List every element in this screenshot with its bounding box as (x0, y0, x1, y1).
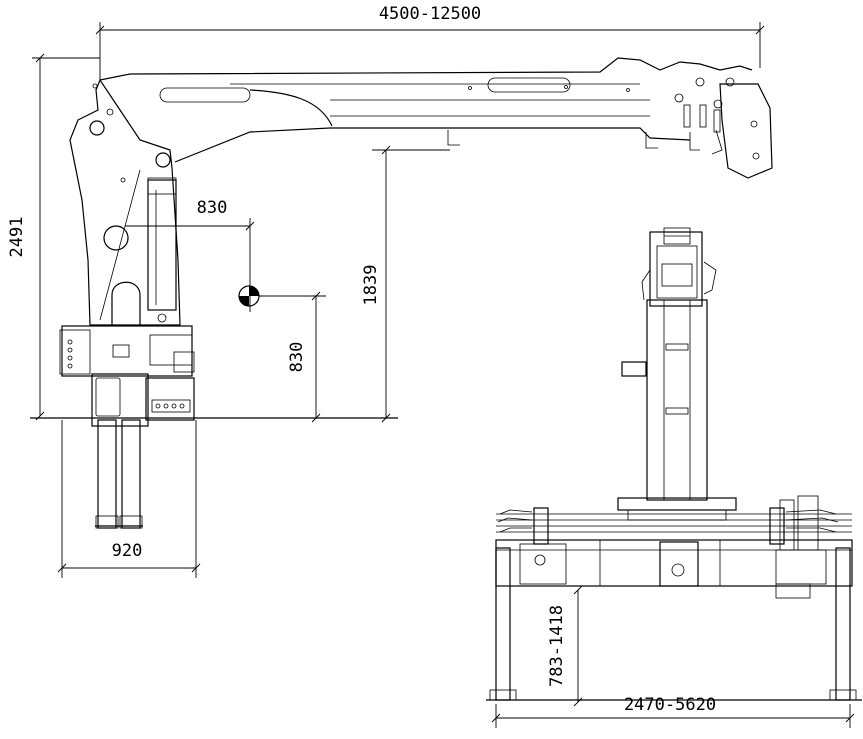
dim-boom-reach-label: 4500-12500 (379, 4, 481, 24)
crane-column-rear (617, 227, 737, 521)
dim-boom-reach-tick-left (95, 25, 105, 35)
dim-base-width-tick-right (191, 563, 201, 573)
telescopic-boom (99, 57, 773, 179)
dim-outrigger-stroke-tick-top (573, 585, 583, 595)
dim-hook-height-tick-bottom (381, 413, 391, 423)
dim-hook-height-label: 1839 (361, 265, 381, 306)
dim-hook-height-tick-top (381, 145, 391, 155)
crane-base-rear (486, 495, 862, 701)
dim-base-width-tick-left (57, 563, 67, 573)
dim-outrigger-stroke-label: 783-1418 (547, 605, 567, 687)
crane-base-side (59, 325, 195, 529)
center-of-gravity-symbol (238, 285, 260, 307)
dim-outrigger-span-label: 2470-5620 (624, 695, 716, 715)
dim-base-width-label: 920 (112, 541, 143, 561)
crane-column (69, 78, 181, 326)
dim-total-height-tick-bottom (35, 411, 45, 421)
dim-outrigger-span-tick-left (491, 713, 501, 723)
dim-outrigger-stroke-tick-bottom (573, 697, 583, 707)
dim-total-height-label: 2491 (7, 217, 27, 258)
dim-boom-reach-tick-right (755, 25, 765, 35)
dim-outrigger-span-tick-right (845, 713, 855, 723)
dimension-lines (32, 22, 855, 728)
dim-cog-offset-label: 830 (197, 198, 228, 218)
dim-total-height-tick-top (35, 53, 45, 63)
dim-cog-height-tick-bottom (311, 413, 321, 423)
dim-cog-offset-tick (245, 221, 255, 231)
dim-cog-height-label: 830 (287, 342, 307, 373)
dim-cog-height-tick-top (311, 291, 321, 301)
